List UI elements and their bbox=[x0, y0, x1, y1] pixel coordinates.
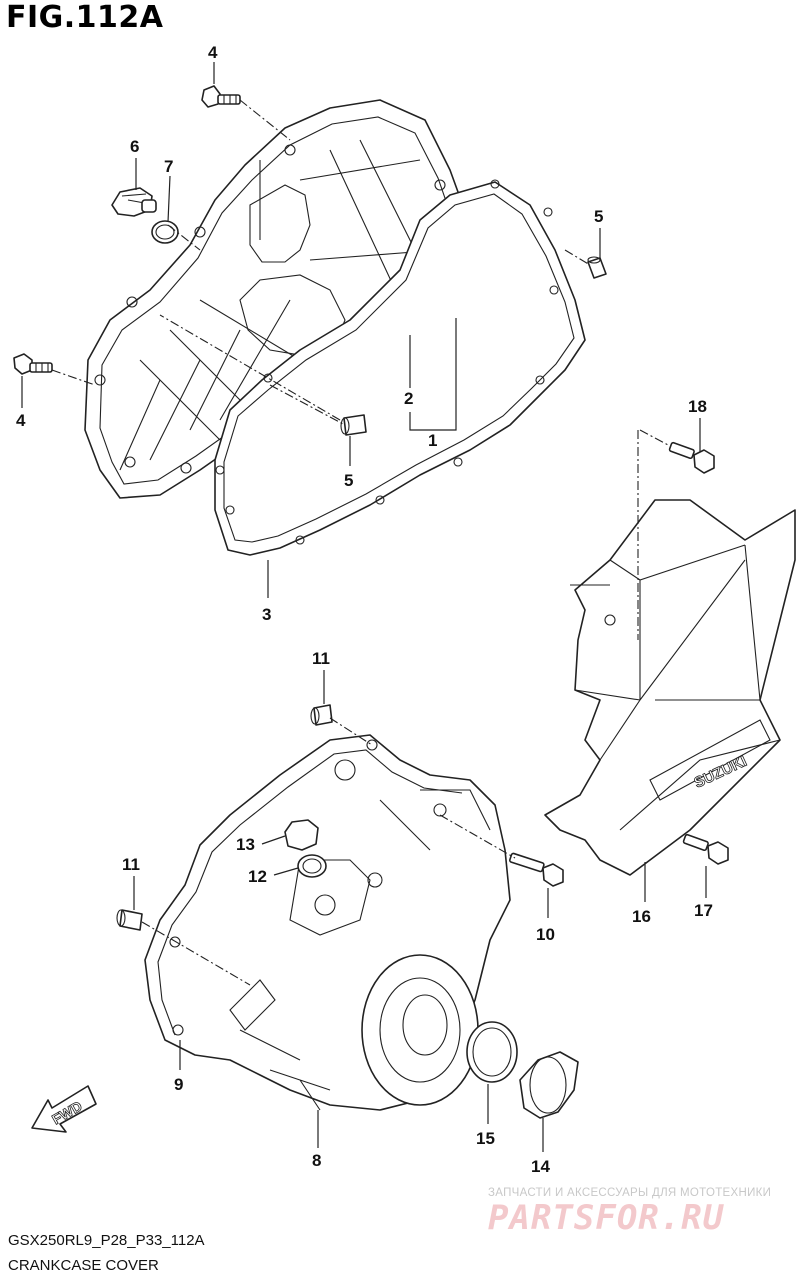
alignment-lines bbox=[51, 99, 671, 986]
callout-14: 14 bbox=[531, 1157, 550, 1176]
fwd-arrow-icon: FWD bbox=[31, 1085, 97, 1133]
cap-14 bbox=[519, 1051, 579, 1119]
callout-11-upper: 11 bbox=[312, 649, 330, 668]
callout-8: 8 bbox=[312, 1151, 321, 1170]
callout-4-lower: 4 bbox=[16, 411, 26, 430]
bolt-4-upper bbox=[201, 85, 241, 108]
callout-16: 16 bbox=[632, 907, 651, 926]
bolt-4-lower bbox=[13, 353, 53, 375]
callout-17: 17 bbox=[694, 901, 713, 920]
callout-15: 15 bbox=[476, 1129, 495, 1148]
leader-lines bbox=[21, 62, 707, 1152]
dowel-pin-5-left bbox=[340, 414, 367, 436]
magneto-cover-8 bbox=[144, 734, 511, 1111]
clutch-cover bbox=[84, 99, 479, 499]
gasket-ring-15 bbox=[466, 1021, 518, 1083]
washer-12 bbox=[297, 854, 327, 878]
bolt-17 bbox=[682, 833, 729, 865]
bolt-18 bbox=[668, 441, 715, 474]
callout-2: 2 bbox=[404, 389, 413, 408]
callout-10: 10 bbox=[536, 925, 555, 944]
dowel-pin-11-upper bbox=[310, 704, 333, 726]
figure-title: FIG.112A bbox=[6, 0, 164, 35]
callout-3: 3 bbox=[262, 605, 271, 624]
watermark-brand: PARTSFOR.RU bbox=[488, 1198, 725, 1238]
callout-1: 1 bbox=[428, 431, 437, 450]
callout-5-left: 5 bbox=[344, 471, 353, 490]
callout-12: 12 bbox=[248, 867, 267, 886]
gasket-3 bbox=[214, 179, 586, 556]
callout-numbers: 4 6 7 5 4 2 1 5 3 18 11 13 12 11 10 16 1… bbox=[16, 43, 713, 1176]
callout-11-lower: 11 bbox=[122, 855, 140, 874]
callout-4-upper: 4 bbox=[208, 43, 218, 62]
dowel-pin-5-right bbox=[587, 256, 607, 279]
oil-filler-plug-6 bbox=[111, 187, 157, 217]
figure-code: GSX250RL9_P28_P33_112A bbox=[8, 1232, 205, 1249]
callout-18: 18 bbox=[688, 397, 707, 416]
callout-5-right: 5 bbox=[594, 207, 603, 226]
callout-9: 9 bbox=[174, 1075, 183, 1094]
callout-6: 6 bbox=[130, 137, 139, 156]
o-ring-7 bbox=[151, 220, 179, 244]
gasket-holes bbox=[215, 179, 559, 545]
callout-13: 13 bbox=[236, 835, 255, 854]
dowel-pin-11-lower bbox=[116, 909, 143, 931]
plug-13 bbox=[284, 819, 319, 851]
watermark-tagline: ЗАПЧАСТИ И АКСЕССУАРЫ ДЛЯ МОТОТЕХНИКИ bbox=[488, 1187, 772, 1199]
figure-caption: CRANKCASE COVER bbox=[8, 1257, 159, 1274]
callout-7: 7 bbox=[164, 157, 173, 176]
bolt-10 bbox=[509, 852, 564, 887]
sprocket-cover-16: SUZUKI bbox=[544, 499, 796, 876]
